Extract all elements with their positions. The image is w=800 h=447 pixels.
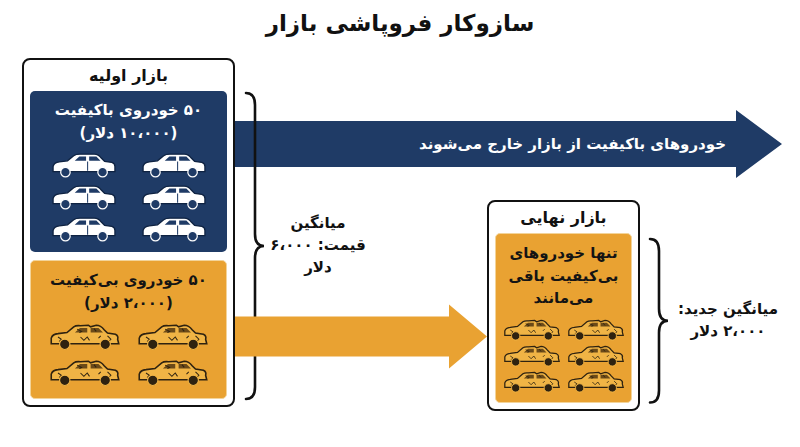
lemon-cars-box: ۵۰ خودروی بی‌کیفیت (۲،۰۰۰ دلار) [30, 260, 227, 399]
market-panel: بازار نهایی تنها خودروهای بی‌کیفیت باقی م… [487, 200, 640, 411]
car-icons [37, 320, 221, 392]
lemon-cars-box: تنها خودروهای بی‌کیفیت باقی می‌مانند [495, 233, 632, 403]
car-icon [504, 320, 558, 340]
car-icon [51, 361, 119, 385]
exit-arrow [235, 110, 782, 178]
car-icon [53, 218, 115, 241]
car-icon [568, 346, 622, 366]
car-icon [568, 372, 622, 392]
arrow-label: خودروهای باکیفیت از بازار خارج می‌شوند [419, 135, 726, 153]
quality-cars-box: ۵۰ خودروی باکیفیت (۱۰،۰۰۰ دلار) [30, 91, 227, 252]
car-icon [53, 186, 115, 209]
box-text: ۵۰ خودروی باکیفیت (۱۰،۰۰۰ دلار) [30, 99, 227, 144]
car-icon [139, 361, 207, 385]
car-icon [504, 346, 558, 366]
car-icons [499, 316, 629, 396]
car-icon [143, 186, 205, 209]
average-note: میانگین قیمت: ۶،۰۰۰ دلار [270, 213, 366, 278]
car-icon [53, 154, 115, 177]
diagram-title: سازوکار فروپاشی بازار [0, 10, 800, 36]
car-icons [37, 150, 221, 246]
box-text: بازار نهایی [495, 207, 632, 233]
box-text: بازار اولیه [30, 65, 227, 91]
market-panel: بازار اولیه ۵۰ خودروی باکیفیت (۱۰،۰۰۰ دلا… [22, 58, 235, 407]
car-icon [143, 218, 205, 241]
flow-arrow [227, 304, 487, 368]
car-icon [143, 154, 205, 177]
car-icon [51, 325, 119, 349]
car-icon [568, 320, 622, 340]
box-text: تنها خودروهای بی‌کیفیت باقی می‌مانند [496, 242, 631, 310]
brace [650, 239, 668, 403]
car-icon [504, 372, 558, 392]
box-text: ۵۰ خودروی بی‌کیفیت (۲،۰۰۰ دلار) [31, 269, 226, 314]
car-icon [139, 325, 207, 349]
average-note: میانگین جدید: ۲،۰۰۰ دلار [674, 299, 782, 343]
